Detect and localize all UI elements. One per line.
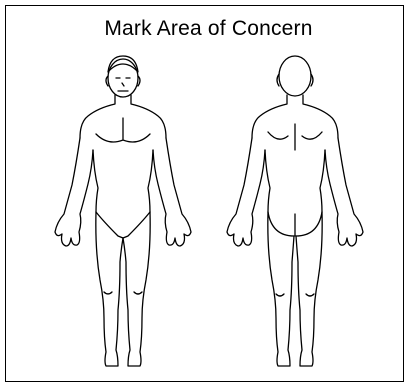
back-knees bbox=[276, 294, 314, 296]
back-shoulder-blades bbox=[268, 124, 322, 150]
back-head bbox=[279, 56, 311, 96]
back-body-outline[interactable] bbox=[227, 56, 363, 366]
front-right-shoulder bbox=[131, 95, 166, 138]
front-body-outline[interactable] bbox=[55, 56, 191, 366]
front-knees bbox=[104, 292, 142, 294]
back-buttocks bbox=[268, 212, 322, 236]
front-face bbox=[116, 78, 130, 91]
front-right-arm bbox=[153, 138, 191, 246]
front-torso-left bbox=[93, 150, 98, 212]
back-left-leg bbox=[268, 212, 294, 366]
back-right-leg bbox=[296, 212, 322, 366]
back-left-arm bbox=[227, 138, 265, 246]
front-torso-right bbox=[148, 150, 153, 212]
front-pelvis bbox=[96, 212, 150, 238]
back-left-shoulder bbox=[252, 95, 287, 138]
back-right-shoulder bbox=[303, 95, 338, 138]
back-torso-left bbox=[265, 150, 270, 212]
front-left-arm bbox=[55, 138, 93, 246]
back-right-arm bbox=[325, 138, 363, 246]
back-ears bbox=[277, 74, 313, 86]
front-left-leg bbox=[96, 212, 123, 366]
front-right-leg bbox=[123, 212, 150, 366]
back-torso-right bbox=[320, 150, 325, 212]
front-chest bbox=[96, 118, 150, 142]
front-left-shoulder bbox=[80, 95, 115, 138]
